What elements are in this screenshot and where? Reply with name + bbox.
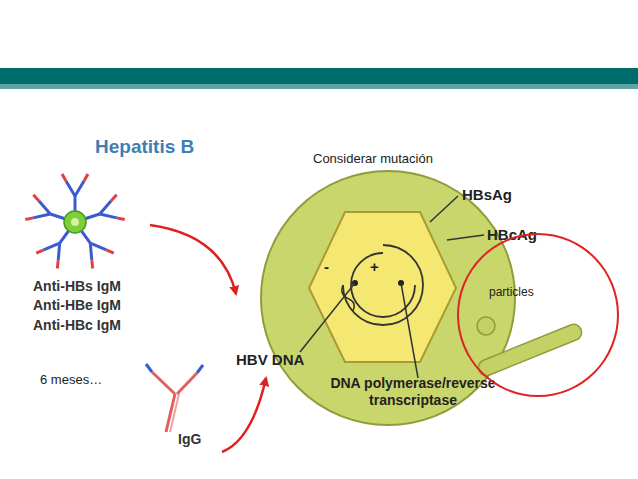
genome-label: HBV DNA xyxy=(236,351,304,369)
header-stripe xyxy=(0,84,638,89)
antigen-label: HBsAg xyxy=(462,186,512,204)
hbv-virion xyxy=(261,171,515,425)
header-band xyxy=(0,68,638,84)
note-text: Considerar mutación xyxy=(313,151,433,167)
antibody-label: IgG xyxy=(178,431,201,448)
antibody-label: Anti-HBe IgM xyxy=(33,297,121,314)
igm-antibody xyxy=(25,174,124,268)
slide-title: Hepatitis B xyxy=(95,136,194,159)
antigen-label: HBcAg xyxy=(487,226,537,244)
antibody-label: Anti-HBc IgM xyxy=(33,317,121,334)
node-text: particles xyxy=(489,285,534,299)
leader-line xyxy=(300,196,484,378)
polarity-sign: - xyxy=(324,258,329,276)
polarity-sign: + xyxy=(370,258,379,276)
time-note: 6 meses… xyxy=(40,372,102,388)
red-arrow xyxy=(222,378,266,452)
antibody-label: Anti-HBs IgM xyxy=(33,278,121,295)
enzyme-label: DNA polymerase/reverse transcriptase xyxy=(313,375,513,409)
red-arrow xyxy=(150,225,236,294)
highlight-circle: particles xyxy=(457,233,619,397)
subviral-particles xyxy=(476,317,584,378)
igg-antibody xyxy=(146,364,203,432)
